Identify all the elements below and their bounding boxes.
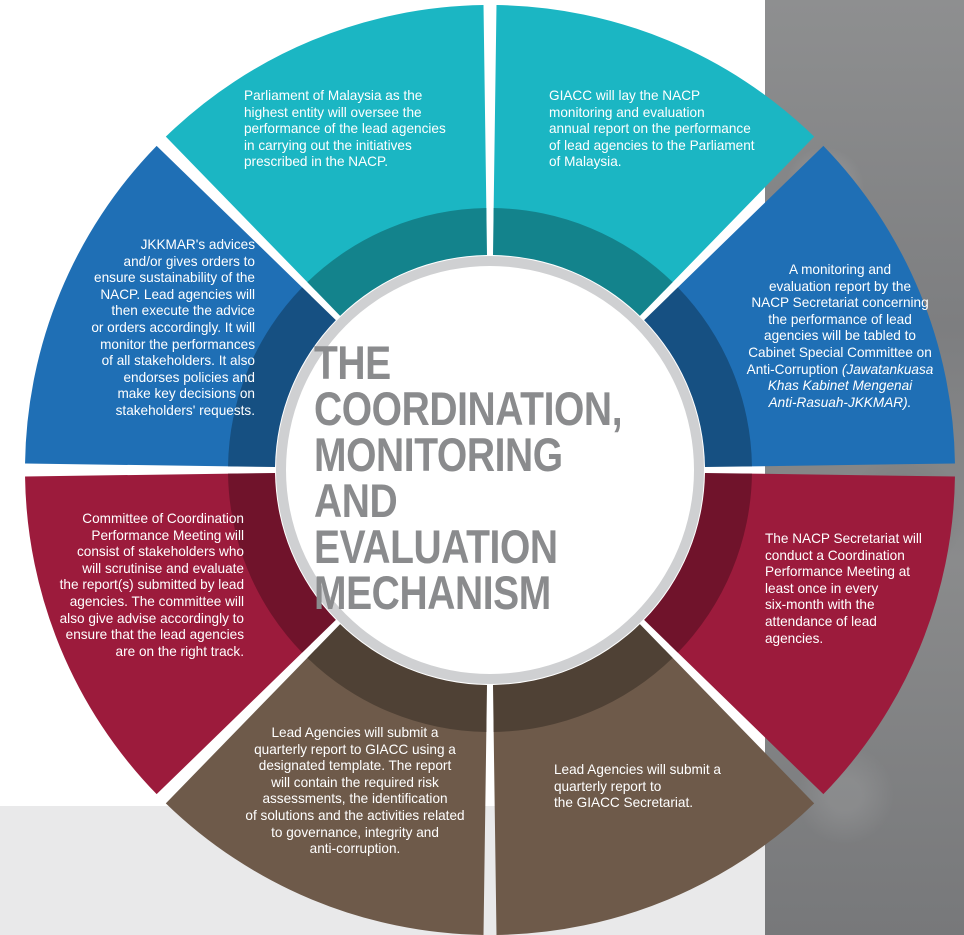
segment-band-lead-agencies-short bbox=[493, 624, 673, 732]
segment-text-jkkmar: JKKMAR's advices and/or gives orders to … bbox=[91, 237, 255, 418]
segment-secretariat-meeting bbox=[669, 473, 955, 795]
segment-lead-agencies-short bbox=[493, 649, 815, 935]
stone-texture-overlay bbox=[765, 0, 964, 935]
segment-committee bbox=[25, 473, 311, 795]
segment-band-secretariat-meeting bbox=[644, 473, 752, 653]
segment-text-monitoring-report: A monitoring and evaluation report by th… bbox=[720, 262, 960, 411]
segment-band-committee bbox=[228, 473, 336, 653]
segment-parliament bbox=[165, 5, 487, 291]
stone-texture-panel bbox=[765, 0, 964, 935]
segment-band-giacc-report bbox=[493, 208, 673, 316]
segment-band-jkkmar bbox=[228, 287, 336, 467]
hub-center bbox=[286, 266, 694, 674]
segment-text-parliament: Parliament of Malaysia as the highest en… bbox=[244, 88, 446, 170]
monitoring-report-italic: (Jawatankuasa Khas Kabinet Mengenai Anti… bbox=[767, 361, 934, 410]
segment-band-lead-agencies-long bbox=[307, 624, 487, 732]
segment-text-lead-agencies-short: Lead Agencies will submit a quarterly re… bbox=[554, 762, 721, 811]
segment-text-lead-agencies-long: Lead Agencies will submit a quarterly re… bbox=[245, 725, 465, 857]
center-title: THE COORDINATION, MONITORING AND EVALUAT… bbox=[314, 336, 623, 619]
segment-jkkmar bbox=[25, 145, 311, 467]
segment-text-giacc-report: GIACC will lay the NACP monitoring and e… bbox=[549, 88, 755, 170]
segment-monitoring-report bbox=[669, 145, 955, 467]
segment-text-secretariat-meeting: The NACP Secretariat will conduct a Coor… bbox=[765, 531, 922, 646]
monitoring-report-main: A monitoring and evaluation report by th… bbox=[746, 262, 932, 377]
segment-giacc-report bbox=[493, 5, 815, 291]
segment-band-monitoring-report bbox=[644, 287, 752, 467]
segment-text-committee: Committee of Coordination Performance Me… bbox=[59, 511, 244, 659]
segment-band-parliament bbox=[307, 208, 487, 316]
segment-lead-agencies-long bbox=[165, 649, 487, 935]
